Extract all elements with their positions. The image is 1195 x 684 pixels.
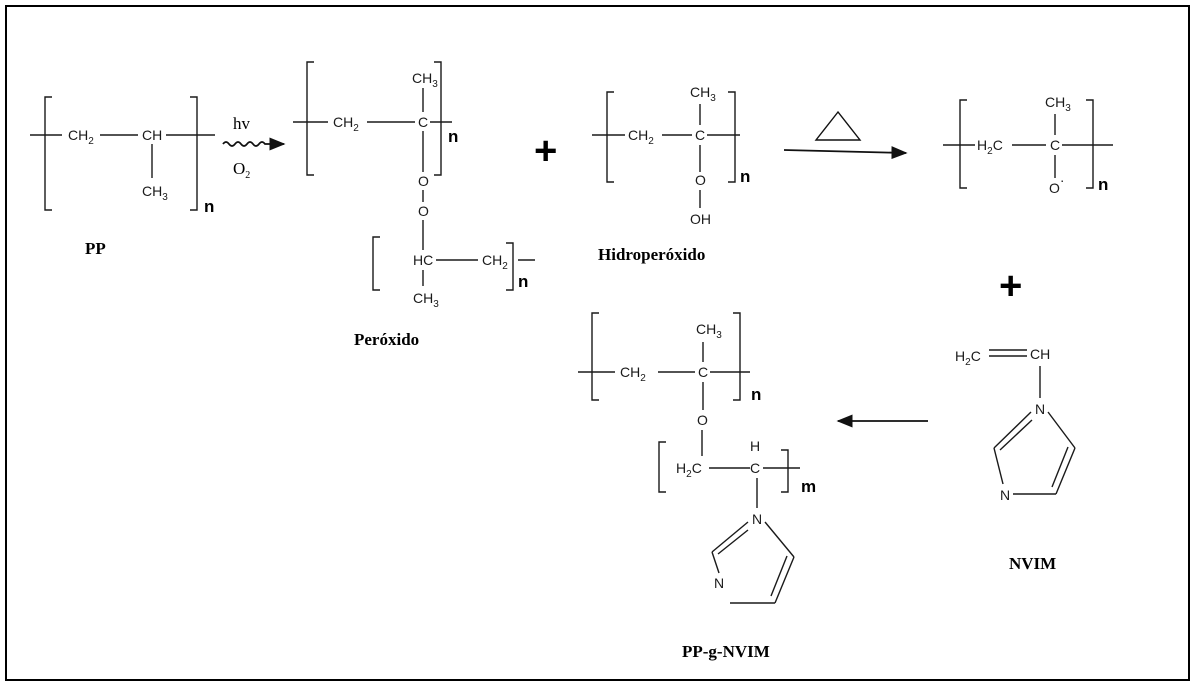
svg-text:N: N [752,511,762,527]
svg-text:CH3: CH3 [690,84,716,104]
svg-text:H2C: H2C [676,460,702,480]
plus-sign-2: + [999,264,1022,308]
nvim-label: NVIM [1009,554,1056,573]
svg-text:C: C [695,127,705,143]
svg-text:O: O [418,203,429,219]
figure-border [5,5,1190,681]
alkoxy-radical-structure: H2C C CH3 O· n [943,94,1113,196]
svg-text:CH3: CH3 [696,321,722,341]
svg-text:CH: CH [1030,346,1050,362]
peroxide-label: Peróxido [354,330,419,349]
oxygen-condition: O2 [233,159,250,181]
hydroperoxide-structure: CH2 C CH3 n O OH [592,84,750,227]
svg-text:C: C [750,460,760,476]
pp-repeat-index: n [204,197,214,216]
svg-text:CH3: CH3 [412,70,438,90]
svg-text:CH3: CH3 [142,183,168,203]
svg-text:CH: CH [142,127,162,143]
svg-text:H2C: H2C [977,137,1003,157]
svg-text:O: O [418,173,429,189]
svg-text:C: C [698,364,708,380]
svg-text:CH2: CH2 [333,114,359,134]
heat-triangle-icon [814,110,862,141]
svg-text:HC: HC [413,252,433,268]
svg-text:CH2: CH2 [628,127,654,147]
graft-repeat-index-m: m [801,477,816,496]
svg-text:N: N [1035,401,1045,417]
light-condition: hv [233,114,251,133]
peroxide-repeat-index-n1: n [448,127,458,146]
pp-label: PP [85,239,106,258]
svg-text:CH3: CH3 [1045,94,1071,114]
svg-text:CH3: CH3 [413,290,439,310]
svg-text:H2C: H2C [955,348,981,368]
svg-text:C: C [418,114,428,130]
pp-g-nvim-structure: CH2 C CH3 n O H2C H C m N N [578,312,816,604]
svg-text:O·: O· [1049,172,1065,196]
svg-text:CH2: CH2 [482,252,508,272]
photo-oxidation-arrow: hv O2 [222,114,286,181]
svg-text:CH2: CH2 [68,127,94,147]
svg-text:OH: OH [690,211,711,227]
svg-text:H: H [750,438,760,454]
svg-text:C: C [1050,137,1060,153]
pp-g-nvim-label: PP-g-NVIM [682,642,770,661]
heat-arrow [783,110,908,160]
svg-text:N: N [714,575,724,591]
svg-text:O: O [695,172,706,188]
peroxide-repeat-index-n2: n [518,272,528,291]
plus-sign-1: + [534,129,557,173]
hydroperoxide-label: Hidroperóxido [598,245,705,264]
hydroperoxide-repeat-index: n [740,167,750,186]
radical-repeat-index: n [1098,175,1108,194]
svg-text:N: N [1000,487,1010,503]
pp-structure: CH2 CH CH3 n [30,96,215,216]
nvim-structure: H2C CH N N [955,346,1076,503]
svg-text:CH2: CH2 [620,364,646,384]
graft-repeat-index-n: n [751,385,761,404]
peroxide-structure: CH2 C CH3 n O O HC CH2 CH3 n [293,61,535,310]
svg-text:O: O [697,412,708,428]
